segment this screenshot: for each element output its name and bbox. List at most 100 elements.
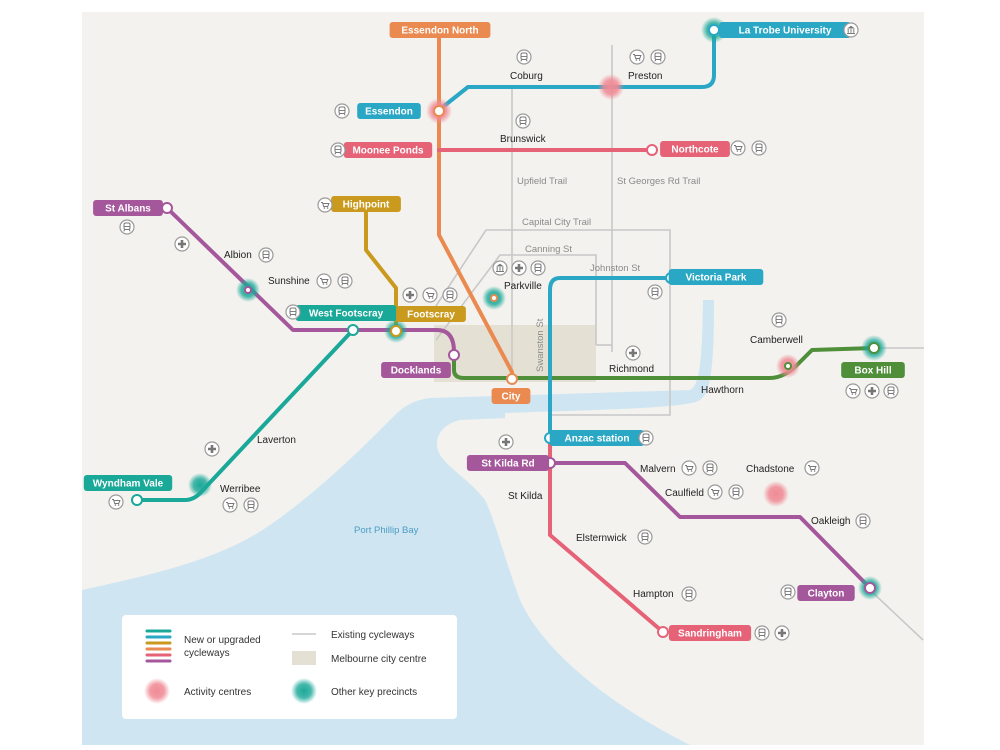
train-icon bbox=[515, 113, 531, 129]
route-st-kilda-rd-clayton bbox=[548, 461, 872, 590]
pill-background bbox=[357, 103, 421, 119]
legend-city-centre-label: Melbourne city centre bbox=[331, 654, 427, 665]
train-icon bbox=[638, 430, 654, 446]
place-richmond: Richmond bbox=[609, 364, 654, 375]
pill-label: Sandringham bbox=[678, 629, 742, 640]
pill-label: Northcote bbox=[671, 145, 719, 156]
pill-docklands: Docklands bbox=[381, 362, 451, 378]
pill-background bbox=[660, 141, 730, 157]
precinct-werribee bbox=[188, 473, 212, 497]
legend-city-centre-swatch bbox=[292, 651, 316, 665]
pill-label: City bbox=[502, 392, 521, 403]
train-icon bbox=[728, 484, 744, 500]
place-chadstone: Chadstone bbox=[746, 464, 795, 475]
pill-label: St Kilda Rd bbox=[481, 459, 534, 470]
place-brunswick: Brunswick bbox=[500, 134, 547, 145]
pill-background bbox=[797, 585, 855, 601]
pill-label: St Albans bbox=[105, 204, 151, 215]
pill-background bbox=[93, 200, 163, 216]
place-malvern: Malvern bbox=[640, 464, 676, 475]
place-coburg: Coburg bbox=[510, 71, 543, 82]
pill-label: Clayton bbox=[808, 589, 845, 600]
legend-new-cycleways-label: New or upgraded bbox=[184, 635, 261, 646]
trail-label-upfield: Upfield Trail bbox=[517, 176, 567, 187]
train-icon bbox=[285, 304, 301, 320]
legend-new-cycleways-label-2: cycleways bbox=[184, 648, 230, 659]
legend-existing-label: Existing cycleways bbox=[331, 630, 414, 641]
water-label: Port Phillip Bay bbox=[354, 525, 419, 536]
pill-background bbox=[549, 430, 645, 446]
pill-wyndham-vale: Wyndham Vale bbox=[83, 475, 173, 491]
pill-highpoint: Highpoint bbox=[331, 196, 401, 212]
train-icon bbox=[751, 140, 767, 156]
pill-background bbox=[295, 305, 397, 321]
trail-label-johnston: Johnston St bbox=[590, 263, 641, 274]
pill-st-kilda-rd: St Kilda Rd bbox=[466, 455, 550, 471]
pill-anzac: Anzac station bbox=[549, 430, 645, 446]
route-st-kilda-sandringham bbox=[548, 436, 665, 634]
place-camberwell: Camberwell bbox=[750, 335, 803, 346]
train-icon bbox=[330, 142, 346, 158]
route-st-albans-docklands bbox=[165, 206, 456, 354]
pill-footscray: Footscray bbox=[396, 306, 466, 322]
place-sunshine: Sunshine bbox=[268, 276, 310, 287]
route-pill-labels: Essendon North La Trobe UniversityEssendo… bbox=[83, 22, 905, 641]
pill-background bbox=[668, 625, 752, 641]
cart-icon bbox=[707, 484, 723, 500]
train-icon bbox=[258, 247, 274, 263]
place-albion: Albion bbox=[224, 250, 252, 261]
train-icon bbox=[681, 586, 697, 602]
pill-essendon-north: Essendon North bbox=[389, 22, 491, 38]
place-labels: Coburg Preston Brunswick Albion Sunshine… bbox=[220, 71, 850, 600]
hospital-icon bbox=[204, 441, 220, 457]
legend-new-cycleways-swatch bbox=[145, 629, 172, 663]
train-icon bbox=[780, 584, 796, 600]
pill-background bbox=[381, 362, 451, 378]
cart-icon bbox=[845, 383, 861, 399]
trail-label-swanston: Swanston St bbox=[535, 318, 546, 372]
train-icon bbox=[647, 284, 663, 300]
pill-box-hill: Box Hill bbox=[841, 362, 905, 378]
pill-label: Essendon bbox=[365, 107, 413, 118]
pill-background bbox=[343, 142, 433, 158]
city-centre-zone bbox=[434, 325, 596, 382]
activity-centre-chadstone bbox=[763, 481, 789, 507]
place-st-kilda: St Kilda bbox=[508, 491, 543, 502]
pill-background bbox=[331, 196, 401, 212]
cart-icon bbox=[804, 460, 820, 476]
pill-label: La Trobe University bbox=[739, 26, 832, 37]
hospital-icon bbox=[864, 383, 880, 399]
pill-label: Highpoint bbox=[343, 200, 390, 211]
pill-label: Docklands bbox=[391, 366, 442, 377]
pill-essendon: Essendon bbox=[357, 103, 421, 119]
route-essendon-la-trobe bbox=[437, 28, 716, 112]
pill-label: Essendon North bbox=[401, 26, 478, 37]
train-icon bbox=[883, 383, 899, 399]
train-icon bbox=[530, 260, 546, 276]
cart-icon bbox=[422, 287, 438, 303]
pill-west-footscray: West Footscray bbox=[295, 305, 397, 321]
train-icon bbox=[702, 460, 718, 476]
train-icon bbox=[516, 49, 532, 65]
trail-label-capital-city: Capital City Trail bbox=[522, 217, 591, 228]
trail-label-canning: Canning St bbox=[525, 244, 572, 255]
cart-icon bbox=[316, 273, 332, 289]
pill-northcote: Northcote bbox=[660, 141, 730, 157]
pill-label: Wyndham Vale bbox=[93, 479, 164, 490]
cart-icon bbox=[629, 49, 645, 65]
pill-background bbox=[83, 475, 173, 491]
place-laverton: Laverton bbox=[257, 435, 296, 446]
place-werribee: Werribee bbox=[220, 484, 261, 495]
pill-la-trobe: La Trobe University bbox=[719, 22, 851, 38]
pill-label: West Footscray bbox=[309, 309, 384, 320]
legend-activity-swatch bbox=[144, 678, 170, 704]
train-icon bbox=[442, 287, 458, 303]
legend-precinct-label: Other key precincts bbox=[331, 687, 417, 698]
activity-centre-preston bbox=[598, 74, 624, 100]
place-hampton: Hampton bbox=[633, 589, 674, 600]
hospital-icon bbox=[774, 625, 790, 641]
legend-precinct-swatch bbox=[291, 678, 317, 704]
pill-st-albans: St Albans bbox=[93, 200, 163, 216]
hospital-icon bbox=[402, 287, 418, 303]
